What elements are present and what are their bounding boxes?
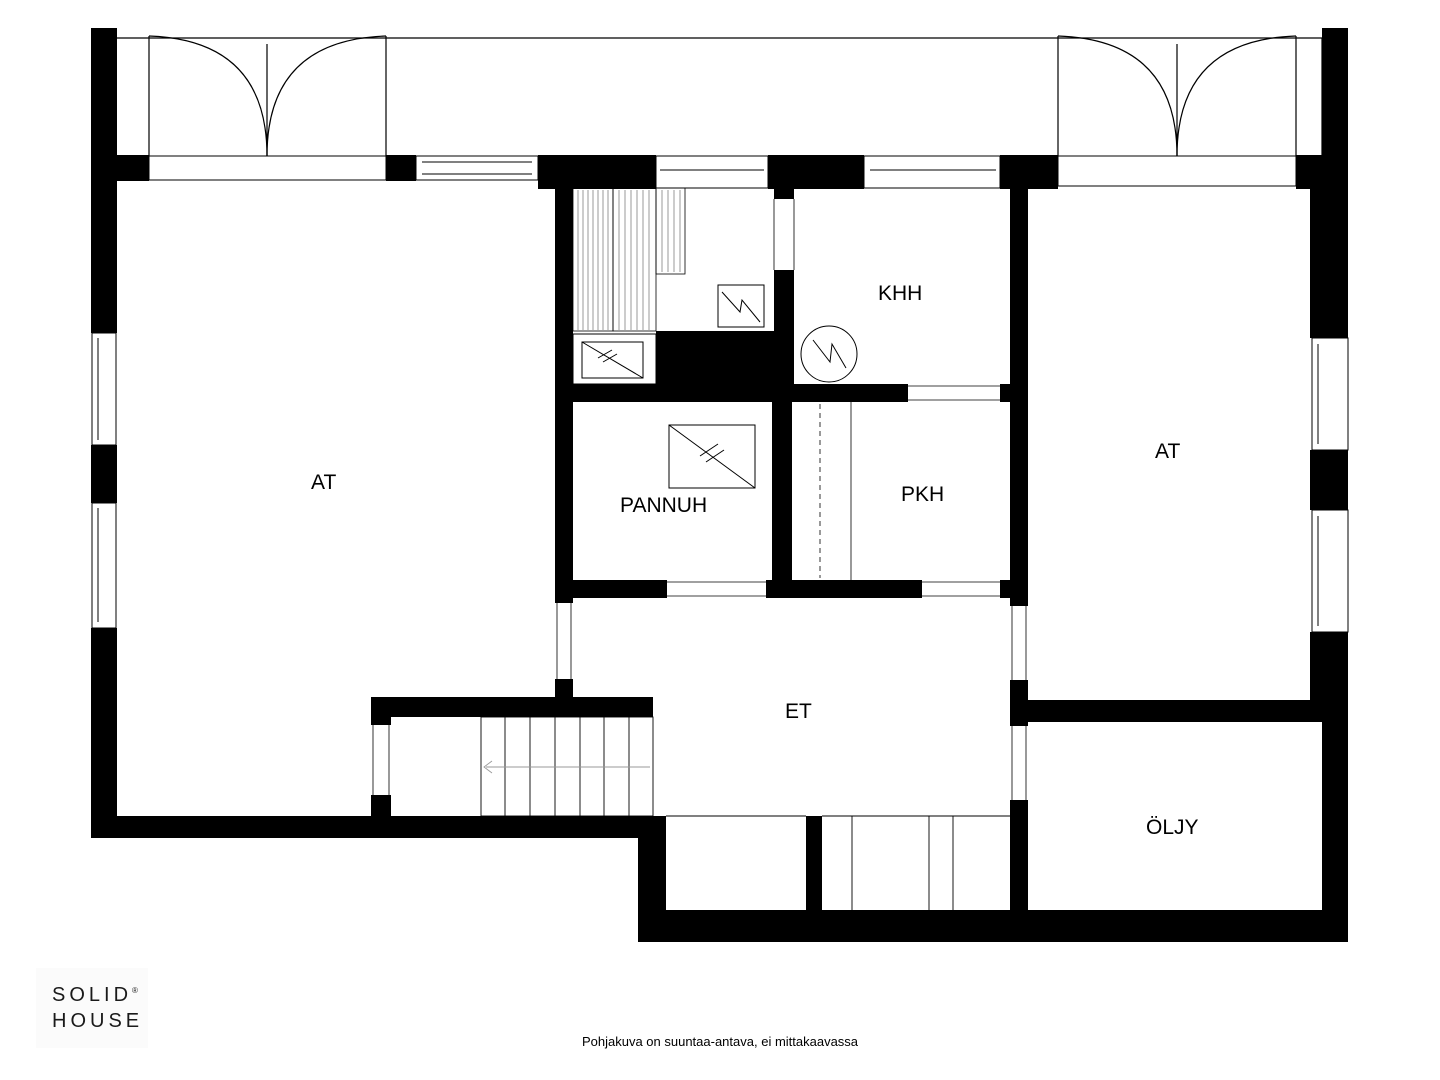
logo-registered-mark: ® — [132, 986, 138, 995]
windows — [91, 155, 1349, 633]
door-openings — [372, 199, 1027, 800]
room-label-at-right: AT — [1155, 440, 1180, 463]
pkh-shelving — [819, 402, 852, 580]
room-label-oljy: ÖLJY — [1146, 816, 1199, 839]
room-label-pannuh: PANNUH — [620, 494, 707, 517]
lower-shelving — [666, 815, 1012, 910]
interior-walls — [371, 181, 1322, 920]
room-label-pkh: PKH — [901, 483, 944, 506]
room-label-at-left: AT — [311, 471, 336, 494]
terrace — [115, 37, 1323, 156]
stairs — [480, 716, 654, 817]
room-label-et: ET — [785, 700, 812, 723]
sauna-benches — [572, 187, 686, 332]
fixtures — [572, 284, 858, 489]
logo-line-2: HOUSE — [52, 1010, 144, 1032]
logo-line-1: SOLID — [52, 984, 133, 1006]
terrace-doors — [148, 35, 1297, 157]
brand-logo: SOLID® HOUSE — [36, 968, 148, 1048]
exterior-walls — [91, 28, 1348, 942]
plan-caption: Pohjakuva on suuntaa-antava, ei mittakaa… — [581, 1034, 859, 1049]
room-label-khh: KHH — [878, 282, 922, 305]
